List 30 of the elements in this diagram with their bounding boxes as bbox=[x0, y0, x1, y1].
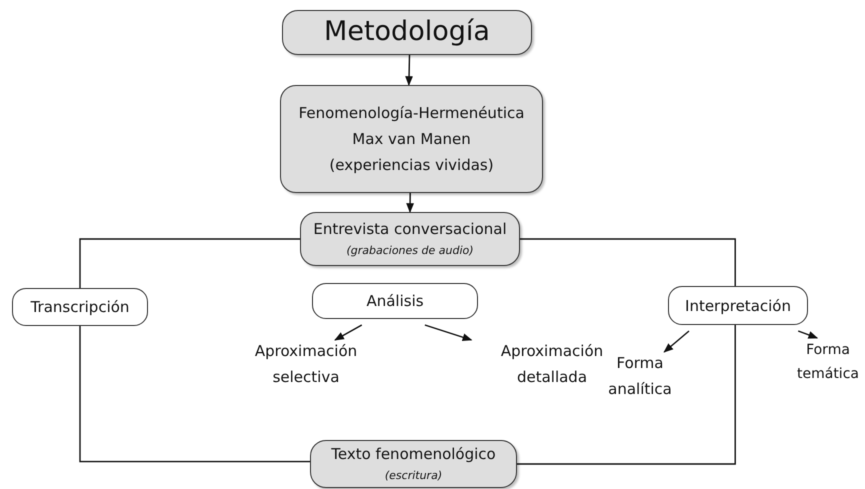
subtitle-text: (grabaciones de audio) bbox=[346, 244, 474, 258]
process-box bbox=[310, 440, 517, 488]
box-label: Entrevista conversacional bbox=[313, 220, 507, 238]
arrow bbox=[798, 330, 818, 339]
rounded-box bbox=[12, 288, 148, 326]
process-box bbox=[280, 85, 543, 193]
connector-line bbox=[79, 326, 310, 462]
box-label: Fenomenología-Hermenéutica bbox=[298, 104, 524, 122]
arrow bbox=[334, 324, 362, 341]
box-label: Análisis bbox=[366, 292, 424, 310]
process-box bbox=[282, 10, 532, 55]
box-label: Texto fenomenológico bbox=[331, 445, 496, 464]
box-label: (experiencias vividas) bbox=[329, 156, 494, 174]
node-text: Forma temática bbox=[792, 338, 864, 386]
arrow bbox=[663, 330, 690, 353]
subtitle-text: (escritura) bbox=[384, 469, 442, 483]
rounded-box bbox=[668, 286, 808, 325]
box-label: Metodología bbox=[324, 16, 490, 49]
arrow bbox=[406, 193, 414, 213]
box-label: Interpretación bbox=[685, 296, 791, 314]
connector-line bbox=[520, 238, 736, 286]
connector-line bbox=[517, 325, 736, 465]
connector-line bbox=[79, 238, 300, 288]
arrow bbox=[424, 324, 472, 342]
rounded-box bbox=[312, 283, 478, 319]
process-box bbox=[300, 212, 520, 266]
node-text: Aproximación selectiva bbox=[240, 340, 372, 388]
arrow bbox=[405, 54, 413, 86]
box-label: Transcripción bbox=[30, 298, 130, 316]
box-label: Max van Manen bbox=[352, 130, 471, 148]
